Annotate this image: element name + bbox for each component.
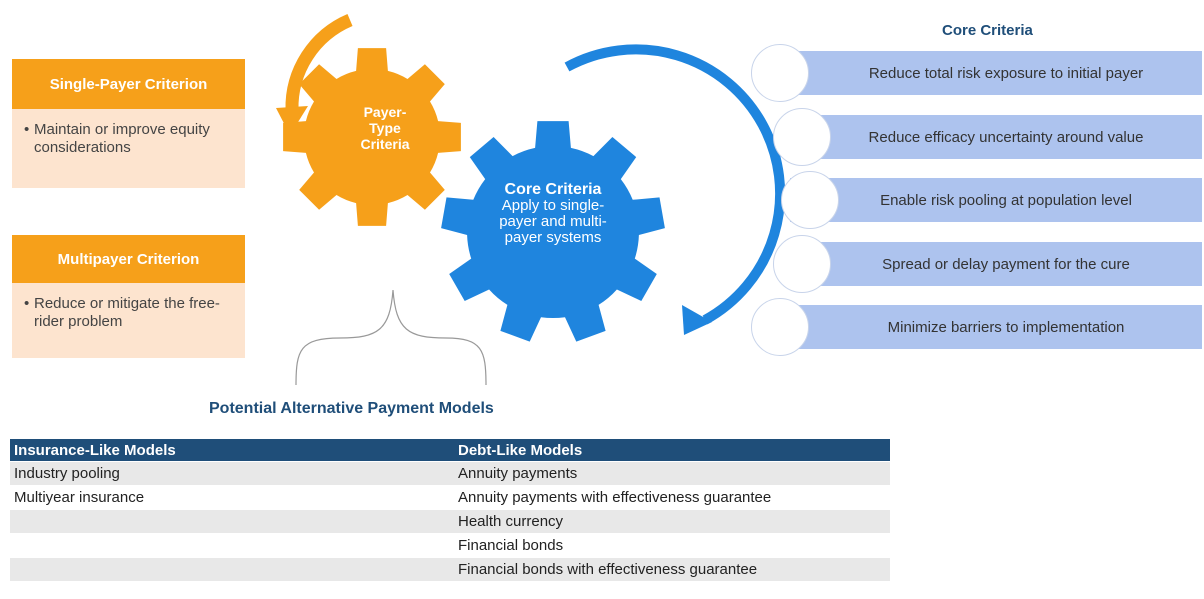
single-payer-criterion-body: Maintain or improve equity consideration… [12, 109, 245, 188]
apm-table: Insurance-Like Models Debt-Like Models I… [10, 439, 890, 581]
table-cell: Industry pooling [10, 461, 454, 486]
payer-type-gear [283, 48, 461, 226]
apm-header-row: Insurance-Like Models Debt-Like Models [10, 439, 890, 462]
core-criterion-item: Reduce efficacy uncertainty around value [790, 115, 1202, 159]
core-gear-line-3: payer systems [504, 229, 602, 246]
single-payer-bullet: Maintain or improve equity consideration… [24, 121, 235, 157]
multipayer-criterion: Multipayer Criterion Reduce or mitigate … [12, 235, 245, 358]
payer-type-line-3: Criteria [360, 136, 410, 152]
core-criterion-circle [781, 171, 839, 229]
core-criterion-item: Enable risk pooling at population level [790, 178, 1202, 222]
core-gear-title: Core Criteria [504, 181, 602, 198]
table-cell: Multiyear insurance [10, 485, 454, 510]
payer-type-line-1: Payer- [363, 104, 407, 120]
table-cell: Financial bonds with effectiveness guara… [454, 557, 890, 581]
table-row: Financial bonds with effectiveness guara… [10, 557, 890, 581]
multipayer-criterion-title: Multipayer Criterion [12, 235, 245, 283]
core-gear-label: Core Criteria Apply to single- payer and… [493, 182, 613, 246]
core-criterion-circle [773, 235, 831, 293]
table-cell: Annuity payments with effectiveness guar… [454, 485, 890, 510]
multipayer-criterion-body: Reduce or mitigate the free-rider proble… [12, 283, 245, 358]
payer-type-gear-label: Payer- Type Criteria [355, 104, 415, 152]
table-row: Multiyear insurance Annuity payments wit… [10, 485, 890, 510]
table-cell: Annuity payments [454, 461, 890, 486]
table-cell: Financial bonds [454, 533, 890, 558]
core-criterion-item: Reduce total risk exposure to initial pa… [790, 51, 1202, 95]
multipayer-bullet: Reduce or mitigate the free-rider proble… [24, 295, 235, 331]
core-criterion-circle [751, 298, 809, 356]
table-cell [10, 509, 454, 534]
single-payer-criterion-title: Single-Payer Criterion [12, 59, 245, 109]
orange-curved-arrow [285, 14, 353, 111]
blue-arrowhead [682, 305, 712, 335]
core-gear-line-1: Apply to single- [501, 197, 605, 214]
core-criteria-title: Core Criteria [942, 22, 1033, 39]
apm-title: Potential Alternative Payment Models [209, 400, 494, 417]
table-row: Health currency [10, 509, 890, 534]
table-cell [10, 557, 454, 581]
payer-type-line-2: Type [369, 120, 401, 136]
orange-arrowhead [276, 106, 308, 135]
table-cell [10, 533, 454, 558]
single-payer-criterion: Single-Payer Criterion Maintain or impro… [12, 59, 245, 188]
apm-header-debt: Debt-Like Models [454, 439, 890, 462]
core-criteria-gear [441, 121, 665, 342]
table-row: Industry pooling Annuity payments [10, 461, 890, 486]
core-criterion-circle [751, 44, 809, 102]
brace [295, 289, 487, 386]
core-gear-line-2: payer and multi- [499, 213, 607, 230]
blue-curved-arrow [564, 44, 786, 325]
core-criterion-circle [773, 108, 831, 166]
table-cell: Health currency [454, 509, 890, 534]
table-row: Financial bonds [10, 533, 890, 558]
core-criterion-item: Spread or delay payment for the cure [790, 242, 1202, 286]
core-criterion-item: Minimize barriers to implementation [790, 305, 1202, 349]
apm-header-insurance: Insurance-Like Models [10, 439, 454, 462]
